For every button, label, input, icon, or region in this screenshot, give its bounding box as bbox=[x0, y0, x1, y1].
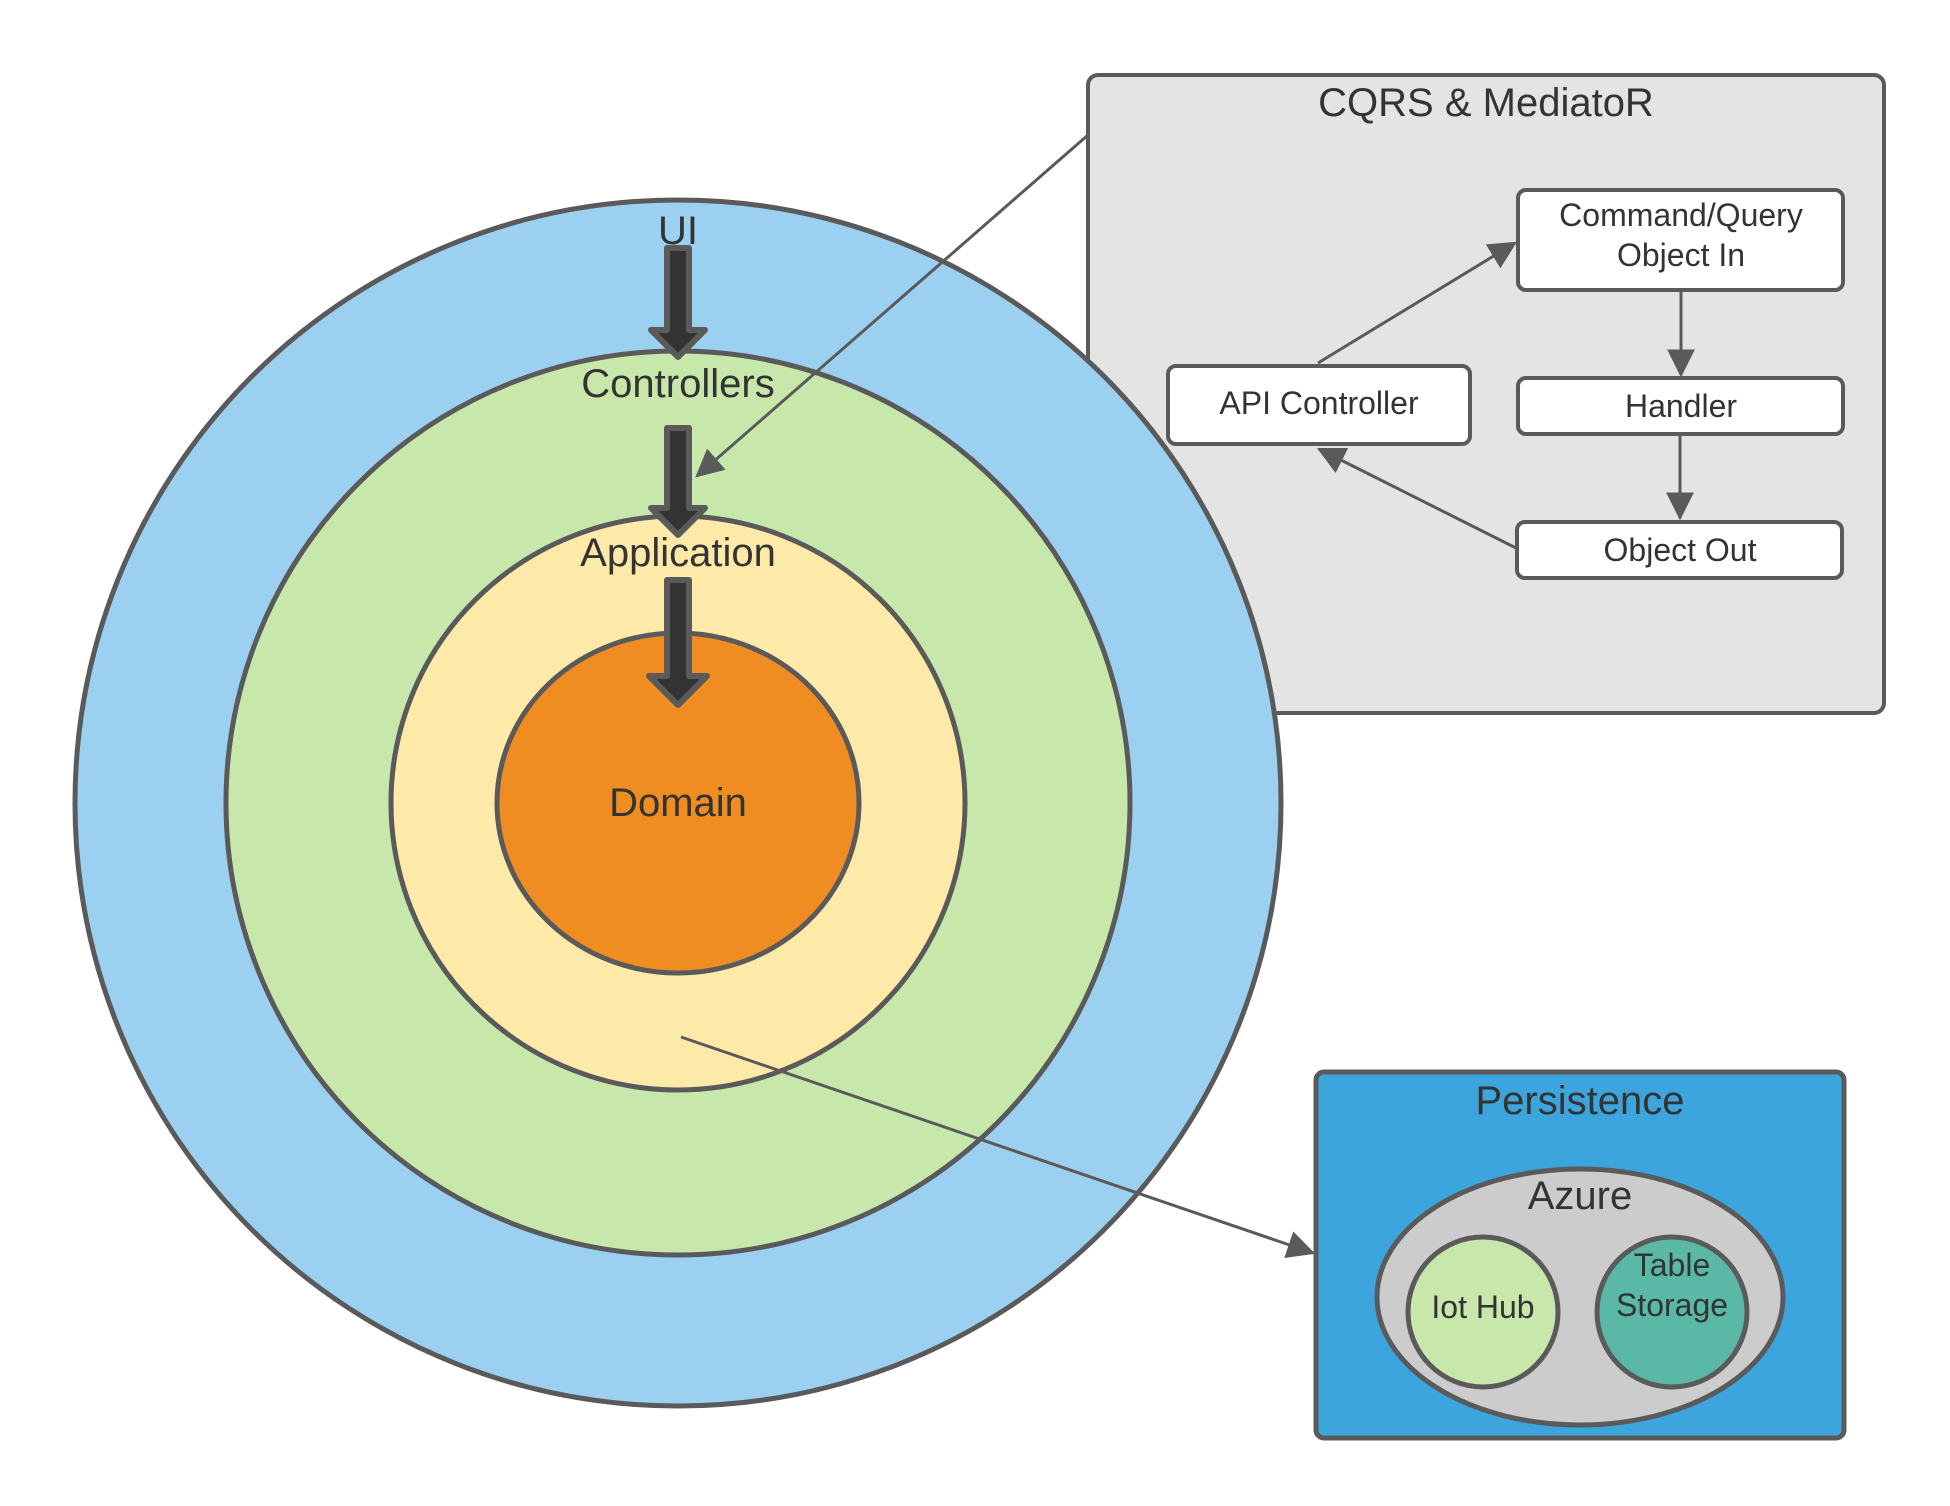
command-query-box: Command/Query Object In bbox=[1516, 188, 1845, 292]
table-storage-label-line2: Storage bbox=[1616, 1287, 1728, 1323]
handler-box: Handler bbox=[1516, 376, 1845, 436]
api-controller-box: API Controller bbox=[1166, 364, 1472, 446]
persistence-title: Persistence bbox=[1476, 1079, 1685, 1123]
table-storage-label-line1: Table bbox=[1634, 1247, 1711, 1283]
application-label: Application bbox=[580, 531, 776, 575]
command-query-label-line2: Object In bbox=[1617, 237, 1745, 273]
dependency-arrow-ui-to-controllers bbox=[648, 245, 708, 360]
api-controller-label: API Controller bbox=[1219, 385, 1419, 421]
handler-label: Handler bbox=[1625, 388, 1737, 424]
azure-label: Azure bbox=[1528, 1174, 1633, 1218]
cqrs-title: CQRS & MediatoR bbox=[1318, 81, 1654, 125]
object-out-box: Object Out bbox=[1515, 520, 1844, 580]
object-out-to-api-arrow bbox=[1316, 447, 1517, 550]
cqrs-connector-arrow bbox=[695, 133, 1089, 478]
iot-hub-label: Iot Hub bbox=[1431, 1289, 1534, 1325]
iot-hub-node bbox=[1405, 1234, 1561, 1390]
object-out-label: Object Out bbox=[1604, 532, 1757, 568]
dependency-arrow-application-to-domain bbox=[646, 577, 710, 708]
table-storage-node bbox=[1594, 1234, 1750, 1390]
api-to-command-arrow bbox=[1317, 241, 1517, 365]
controllers-label: Controllers bbox=[581, 362, 774, 406]
persistence-connector-arrow bbox=[680, 1035, 1316, 1258]
domain-label: Domain bbox=[609, 781, 747, 825]
dependency-arrow-controllers-to-application bbox=[648, 425, 708, 538]
command-query-label-line1: Command/Query bbox=[1559, 197, 1803, 233]
